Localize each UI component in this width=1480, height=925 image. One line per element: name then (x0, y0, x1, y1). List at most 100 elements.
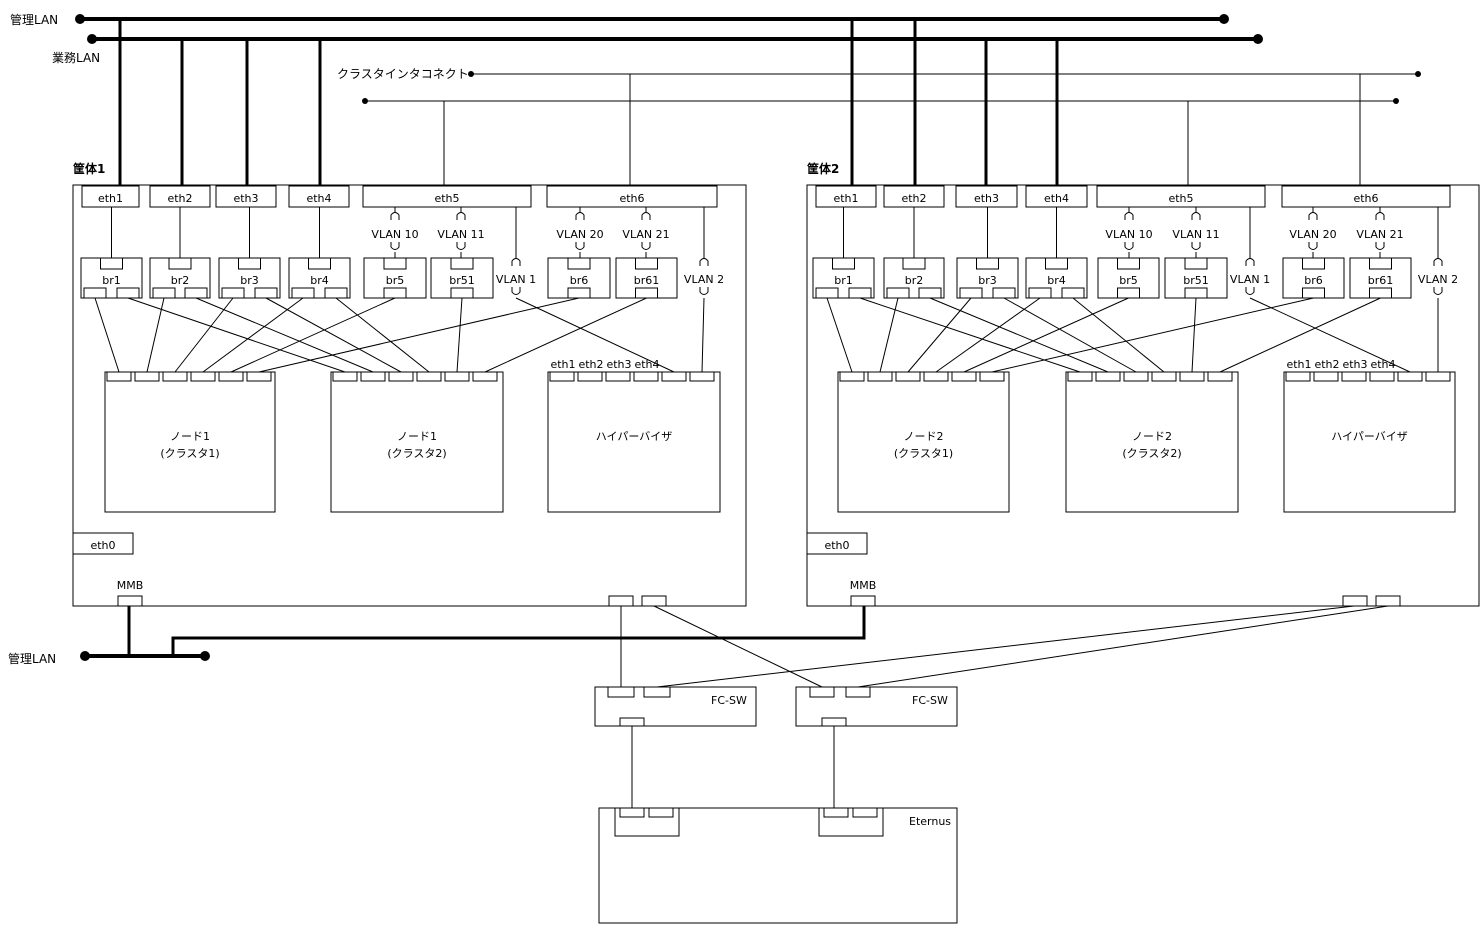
mmb-label: MMB (850, 579, 877, 592)
vlan-icon (575, 212, 585, 220)
link (146, 297, 165, 373)
hv-port-label: eth2 (578, 358, 603, 371)
nic-3 (215, 185, 277, 208)
link (1219, 297, 1381, 373)
hv-port-label: eth4 (1370, 358, 1395, 371)
vlan-icon (641, 212, 651, 220)
vm-port (1285, 371, 1311, 382)
vm-port (689, 371, 715, 382)
link (127, 297, 346, 373)
link (859, 297, 1081, 373)
vm-port (839, 371, 865, 382)
bridge-port (567, 287, 591, 299)
hv-port-label: eth1 (1286, 358, 1311, 371)
nic-label: eth4 (1044, 192, 1069, 205)
bridge-uplink (238, 257, 261, 270)
vlan-icon (1375, 242, 1385, 250)
vlan-icon (390, 212, 400, 220)
vm-cluster1 (104, 371, 276, 513)
cluster-ic-label: クラスタインタコネクト (337, 67, 469, 81)
vm-port (1179, 371, 1205, 382)
vlan-icon (1191, 212, 1201, 220)
vlan-label: VLAN 20 (1289, 228, 1336, 241)
chassis-title: 筐体2 (806, 161, 839, 176)
eth0-port (72, 532, 134, 555)
nic-label: eth2 (901, 192, 926, 205)
bridge-uplink (168, 257, 192, 270)
vm-port (577, 371, 603, 382)
fc-port (1375, 595, 1401, 607)
vm-port (549, 371, 575, 382)
vm-port (633, 371, 659, 382)
link (701, 297, 705, 373)
eth0-label: eth0 (824, 539, 849, 552)
link (1249, 297, 1411, 373)
bridge-uplink (1302, 257, 1325, 270)
bridge-port (291, 287, 315, 299)
bridge-label: br6 (570, 274, 589, 287)
bridge-port (324, 287, 348, 299)
vlan-label: VLAN 11 (1172, 228, 1219, 241)
bridge-uplink (902, 257, 926, 270)
vlan-label: VLAN 20 (556, 228, 603, 241)
mgmt-lan-bus: 管理LAN (10, 12, 1229, 27)
fc-switch-2-label: FC-SW (912, 694, 948, 707)
bridge-label: br2 (171, 274, 190, 287)
fc-switch-1: FC-SW (594, 686, 757, 727)
eth0-port (806, 532, 868, 555)
vm-port (444, 371, 470, 382)
hv-port-label: eth3 (1342, 358, 1367, 371)
vm-port (1397, 371, 1423, 382)
vlan-icon (1124, 212, 1134, 220)
link (963, 297, 1129, 373)
bridge-label: br5 (1119, 274, 1138, 287)
vm-port (190, 371, 216, 382)
vlan-icon (390, 242, 400, 250)
vm-port (1313, 371, 1339, 382)
chassis-title: 筐体1 (72, 161, 105, 176)
nic-label: eth5 (1168, 192, 1193, 205)
nic-5 (362, 185, 532, 208)
vm-port (360, 371, 386, 382)
cluster-interconnect-bus: クラスタインタコネクト (337, 67, 1421, 104)
link (94, 297, 120, 373)
vm-port (923, 371, 949, 382)
vm-port (218, 371, 244, 382)
bridge-uplink (1369, 257, 1392, 270)
bridge-port (918, 287, 942, 299)
vm-port (867, 371, 893, 382)
bridge-uplink (976, 257, 999, 270)
bridge-port (815, 287, 839, 299)
vlan-side-label: VLAN 2 (1418, 273, 1458, 286)
vlan-side-label: VLAN 1 (496, 273, 536, 286)
vm-port (106, 371, 132, 382)
vm-cluster2-subtitle: (クラスタ2) (387, 447, 446, 460)
vm-port (162, 371, 188, 382)
fc-port (1342, 595, 1368, 607)
bridge-port (848, 287, 872, 299)
bridge-label: br1 (102, 274, 121, 287)
vm-port (1425, 371, 1451, 382)
bridge-port (450, 287, 474, 299)
bridge-uplink (1045, 257, 1068, 270)
nic-label: eth6 (1353, 192, 1378, 205)
bridge-port (959, 287, 983, 299)
vm-port (332, 371, 358, 382)
nic-label: eth3 (233, 192, 258, 205)
hypervisor-label: ハイパーバイザ (1331, 430, 1407, 443)
bridge-port (254, 287, 278, 299)
hypervisor (1283, 371, 1456, 513)
link (265, 297, 402, 373)
eternus-label: Eternus (909, 815, 951, 828)
bridge-port (1184, 287, 1208, 299)
vlan-icon (699, 258, 709, 266)
vm-cluster1 (837, 371, 1010, 513)
vlan-icon (1375, 212, 1385, 220)
bridge-uplink (308, 257, 331, 270)
vm-port (979, 371, 1005, 382)
vm-port (895, 371, 921, 382)
vm-port (1151, 371, 1177, 382)
bridge-label: br3 (978, 274, 997, 287)
vm-cluster2-subtitle: (クラスタ2) (1122, 447, 1181, 460)
